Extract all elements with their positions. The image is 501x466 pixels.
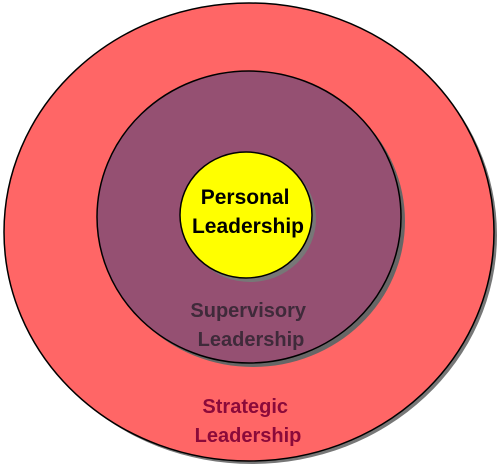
supervisory-label-line-1: Supervisory (190, 300, 306, 322)
personal-ring (179, 151, 316, 282)
personal-label: Personal Leadership (192, 186, 304, 238)
personal-label-line-2: Leadership (192, 215, 304, 238)
strategic-label-line-2: Leadership (195, 425, 302, 447)
personal-circle (179, 151, 313, 279)
supervisory-label-line-2: Leadership (198, 329, 305, 351)
strategic-label-line-1: Strategic (202, 396, 288, 418)
personal-label-line-1: Personal (201, 186, 290, 209)
strategic-label: Strategic Leadership (195, 396, 302, 447)
supervisory-label: Supervisory Leadership (190, 300, 311, 351)
